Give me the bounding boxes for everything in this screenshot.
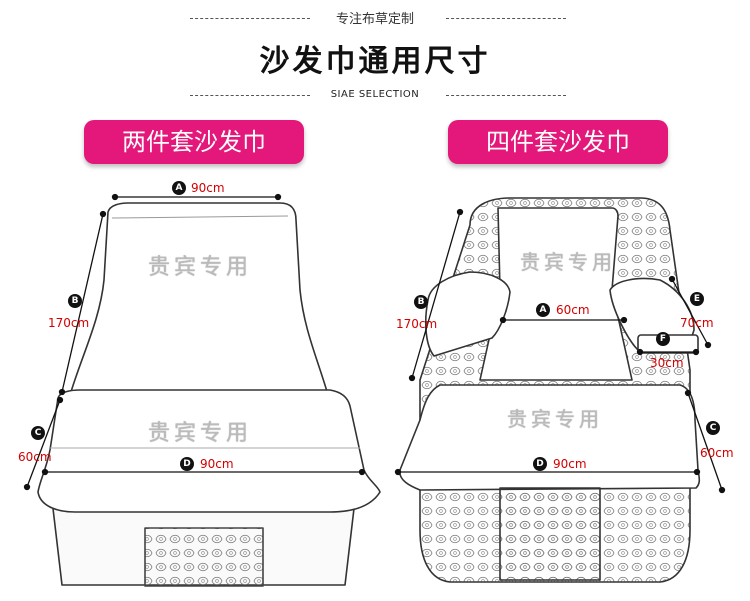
left-seat-watermark: 贵宾专用 [148, 421, 253, 446]
right-sofa-drawing [399, 197, 701, 583]
badge-b: B [68, 294, 82, 308]
right-seat-watermark: 贵宾专用 [507, 407, 603, 431]
dimension-c: 60cm [18, 450, 52, 464]
dimension-b: 170cm [396, 317, 438, 331]
english-subtitle: SIAE SELECTION [330, 89, 420, 100]
dimension-d: 90cm [553, 457, 587, 471]
badge-d: D [533, 457, 547, 471]
dimension-e: 70cm [680, 316, 714, 330]
left-back-watermark: 贵宾专用 [148, 255, 253, 280]
dimension-d: 90cm [200, 457, 234, 471]
divider-line [446, 95, 566, 96]
dimension-f: 30cm [650, 356, 684, 370]
four-piece-label-text: 四件套沙发巾 [486, 128, 630, 156]
header-subtitle: 专注布草定制 [335, 12, 414, 27]
badge-c: C [706, 421, 720, 435]
badge-f: F [656, 332, 670, 346]
badge-e: E [690, 292, 704, 306]
dimension-a: 90cm [191, 181, 225, 195]
page-title: 沙发巾通用尺寸 [259, 44, 491, 79]
badge-a: A [536, 303, 550, 317]
two-piece-label: 两件套沙发巾 [84, 120, 304, 164]
divider-line [190, 95, 310, 96]
four-piece-label: 四件套沙发巾 [448, 120, 668, 164]
divider-line [190, 18, 310, 19]
dimension-c: 60cm [700, 446, 734, 460]
divider-line [446, 18, 566, 19]
dimension-b: 170cm [48, 316, 90, 330]
badge-a: A [172, 181, 186, 195]
badge-b: B [414, 295, 428, 309]
dimension-a: 60cm [556, 303, 590, 317]
two-piece-label-text: 两件套沙发巾 [122, 128, 266, 156]
right-back-watermark: 贵宾专用 [520, 250, 616, 274]
badge-c: C [31, 426, 45, 440]
left-sofa-drawing [37, 202, 381, 587]
badge-d: D [180, 457, 194, 471]
